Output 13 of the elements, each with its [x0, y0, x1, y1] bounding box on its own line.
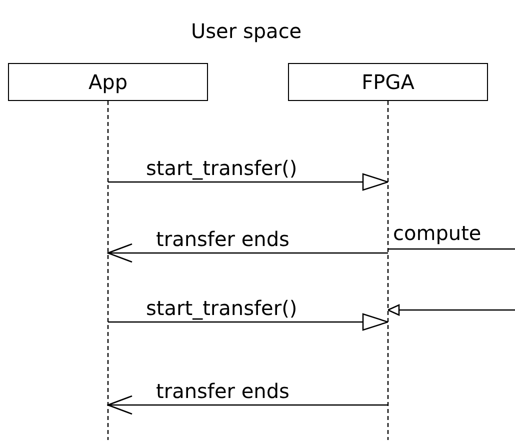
message-arrow [107, 395, 388, 415]
message-arrow [107, 243, 388, 263]
message-label: start_transfer() [146, 158, 298, 178]
message-arrow [108, 313, 389, 331]
message-label: transfer ends [156, 381, 290, 401]
message-label: transfer ends [156, 229, 290, 249]
diagram-title: User space [191, 21, 302, 41]
message-label: start_transfer() [146, 298, 298, 318]
participant-name: App [88, 70, 128, 94]
message-arrow [387, 304, 515, 316]
participant-name: FPGA [362, 70, 414, 94]
message-arrow [108, 173, 389, 191]
message-label: compute [393, 223, 482, 243]
